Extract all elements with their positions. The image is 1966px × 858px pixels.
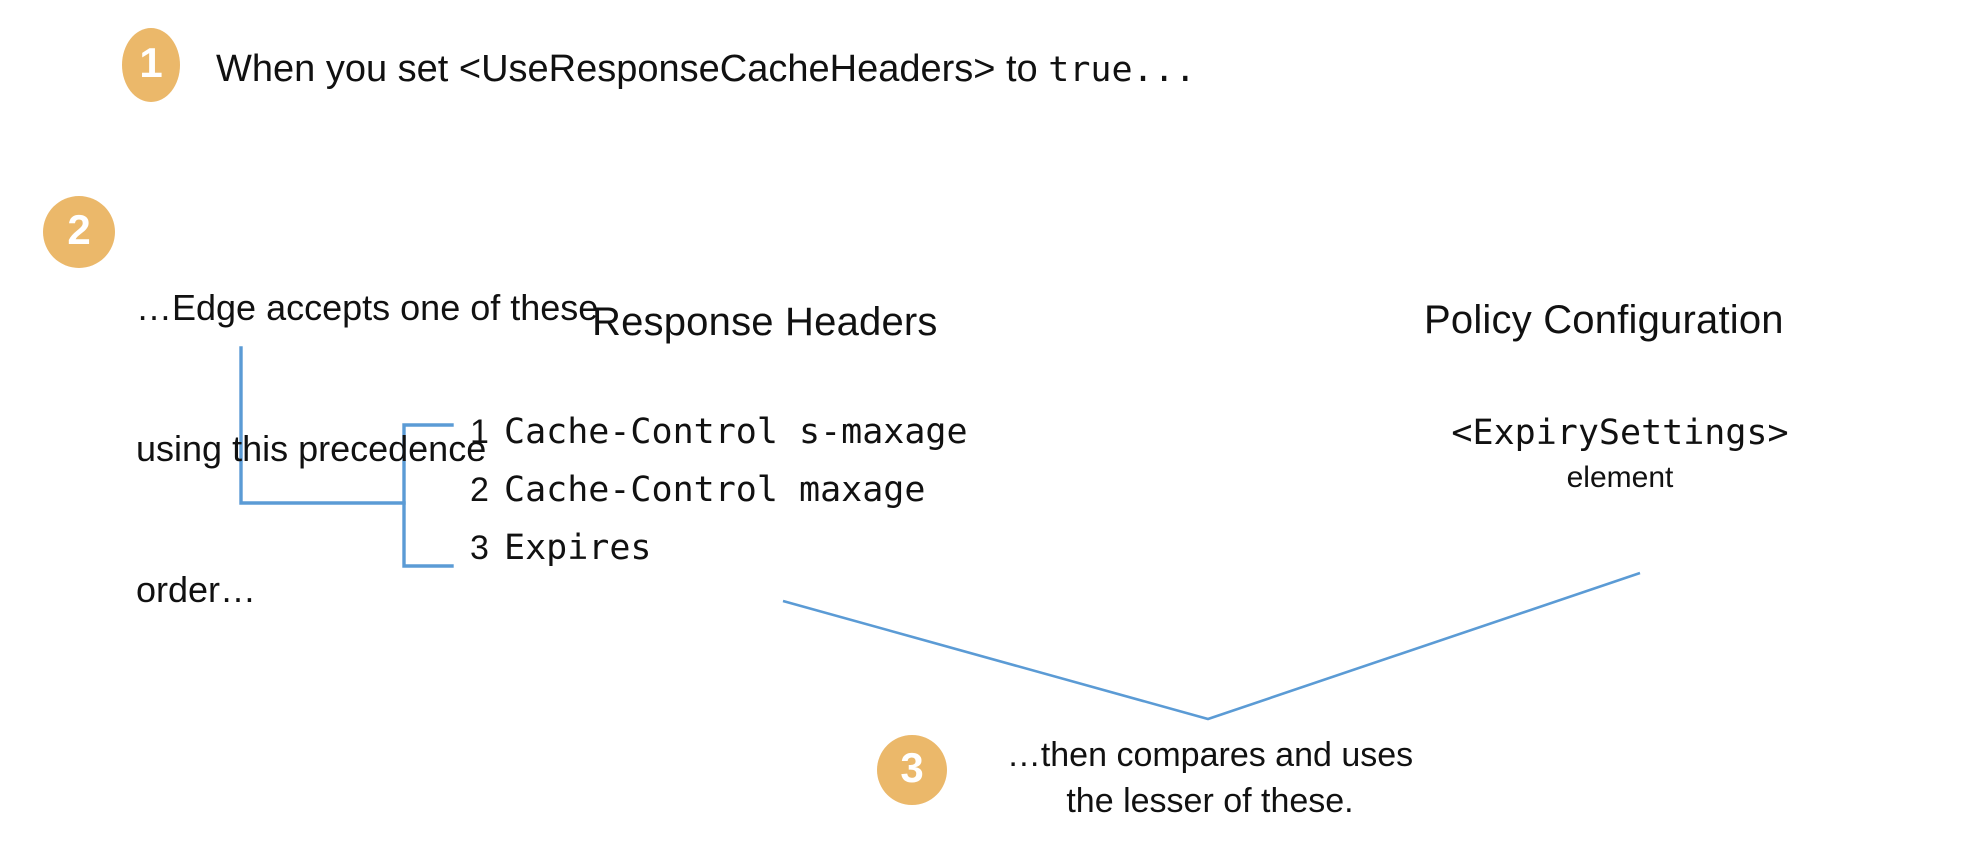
- step-3-number: 3: [900, 744, 924, 791]
- policy-element-word: element: [1566, 461, 1674, 494]
- precedence-item-number: 1: [470, 413, 489, 451]
- step-1-text-value: true...: [1048, 50, 1196, 90]
- compare-vee-connector: [782, 571, 1641, 721]
- precedence-item-label: Cache-Control s-maxage: [504, 412, 968, 452]
- step-2-badge: 2: [43, 196, 115, 268]
- step-1-number: 1: [139, 39, 163, 86]
- precedence-list: 1 Cache-Control s-maxage 2 Cache-Control…: [470, 412, 968, 586]
- policy-configuration-title: Policy Configuration: [1424, 298, 1784, 342]
- step-2-number: 2: [67, 206, 91, 253]
- list-item: 2 Cache-Control maxage: [470, 470, 968, 528]
- precedence-item-label: Cache-Control maxage: [504, 470, 926, 510]
- list-item: 3 Expires: [470, 528, 968, 586]
- list-item: 1 Cache-Control s-maxage: [470, 412, 968, 470]
- step-3-text-line-1: …then compares and uses: [1006, 736, 1414, 774]
- step-2-text-line-1: …Edge accepts one of these: [136, 287, 599, 328]
- precedence-item-number: 3: [470, 529, 489, 567]
- step-1-badge: 1: [122, 28, 180, 102]
- response-headers-title: Response Headers: [592, 300, 938, 344]
- step-2-text-line-2: using this precedence: [136, 428, 487, 469]
- step-2-text: …Edge accepts one of these using this pr…: [136, 190, 598, 707]
- policy-element-tag: <ExpirySettings>: [1451, 413, 1789, 453]
- step-3-text-line-2: the lesser of these.: [1066, 782, 1354, 820]
- precedence-item-number: 2: [470, 471, 489, 509]
- step-1-text-prefix: When you set <UseResponseCacheHeaders> t…: [216, 48, 1049, 90]
- step-2-text-line-3: order…: [136, 569, 257, 610]
- step-3-text: …then compares and uses the lesser of th…: [975, 732, 1445, 824]
- step-1-text: When you set <UseResponseCacheHeaders> t…: [216, 46, 1196, 93]
- step-3-badge: 3: [877, 735, 947, 805]
- policy-element-block: <ExpirySettings> element: [1420, 410, 1820, 500]
- precedence-item-label: Expires: [504, 528, 652, 568]
